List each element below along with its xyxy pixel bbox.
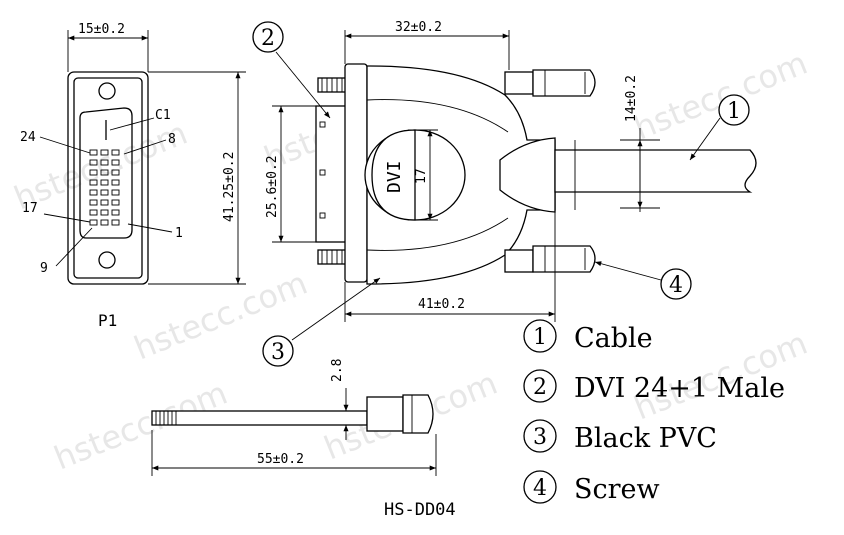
legend-num-3: 3: [533, 425, 547, 450]
inner-dim: 17: [414, 168, 429, 184]
parts-legend: 1 Cable 2 DVI 24+1 Male 3 Black PVC 4 Sc…: [523, 319, 785, 505]
top-dim: 32±0.2: [395, 20, 442, 35]
pin: [100, 199, 109, 206]
watermark: hstecc.com: [629, 44, 813, 148]
pin: [100, 169, 109, 176]
pin: [100, 189, 109, 196]
callout-3: 3: [271, 340, 285, 365]
legend-label-dvi: DVI 24+1 Male: [574, 373, 785, 404]
pin: [89, 209, 98, 216]
screw-diam-dim: 2.8: [330, 359, 345, 382]
pin: [100, 149, 109, 156]
pin: [89, 189, 98, 196]
legend-num-4: 4: [533, 476, 547, 501]
pin: [111, 209, 120, 216]
pin-label-9: 9: [40, 261, 48, 276]
pin: [100, 209, 109, 216]
p1-width-dim: 15±0.2: [78, 22, 125, 37]
screw-length-dim: 55±0.2: [257, 452, 304, 467]
pin-label-17: 17: [22, 201, 38, 216]
screw-detail: 55±0.2 2.8: [151, 359, 437, 476]
pin: [111, 149, 120, 156]
p1-title: P1: [98, 311, 117, 330]
pin: [111, 169, 120, 176]
pin: [111, 219, 120, 226]
pin: [111, 159, 120, 166]
callout-1: 1: [727, 99, 741, 124]
pin-label-1: 1: [175, 226, 183, 241]
pin-grid: [89, 149, 120, 226]
pin: [89, 159, 98, 166]
pin: [89, 219, 98, 226]
callouts: 2 1 3 4: [252, 21, 750, 367]
pin: [100, 159, 109, 166]
pin: [111, 179, 120, 186]
legend-label-screw: Screw: [574, 474, 660, 505]
dvi-logo: DVI: [384, 160, 405, 193]
pin: [89, 169, 98, 176]
pin: [111, 189, 120, 196]
pin: [111, 199, 120, 206]
pin: [100, 179, 109, 186]
pin: [89, 179, 98, 186]
pin: [89, 149, 98, 156]
pin-label-8: 8: [168, 132, 176, 147]
pin: [89, 199, 98, 206]
top-screw-hole: [98, 82, 116, 100]
connector-side-view: 32±0.2 25.6±0.2 DVI 17: [265, 20, 757, 322]
p1-height-dim: 41.25±0.2: [222, 152, 237, 222]
callout-2: 2: [261, 26, 275, 51]
legend-label-cable: Cable: [574, 323, 653, 354]
legend-num-1: 1: [533, 325, 547, 350]
cable-dim: 14±0.2: [624, 75, 639, 122]
legend-num-2: 2: [533, 375, 547, 400]
height-dim: 25.6±0.2: [265, 155, 280, 218]
callout-4: 4: [669, 273, 683, 298]
pin: [100, 219, 109, 226]
pin-label-c1: C1: [155, 108, 171, 123]
bottom-dim: 41±0.2: [418, 297, 465, 312]
legend-label-pvc: Black PVC: [574, 423, 717, 454]
pin-label-24: 24: [20, 130, 36, 145]
bottom-screw-hole: [98, 251, 116, 269]
model-number: HS-DD04: [384, 500, 456, 520]
p1-front-view: 15±0.2 41.25±0.2 24 8 C1 17 1 9 P1: [20, 22, 246, 330]
